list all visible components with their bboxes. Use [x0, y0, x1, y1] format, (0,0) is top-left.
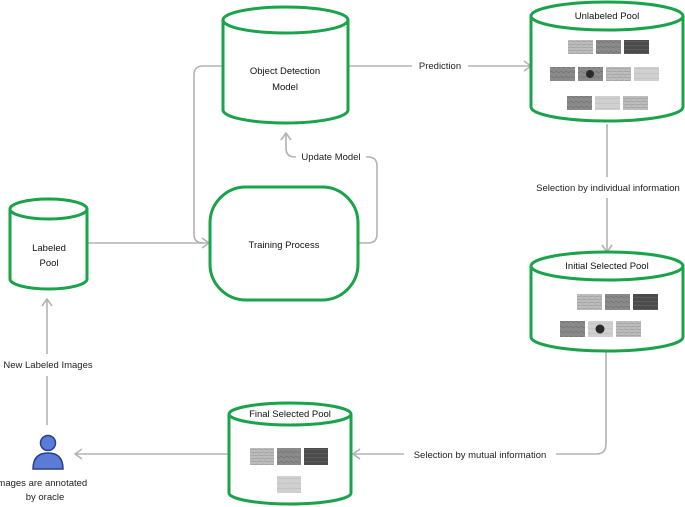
thumbnail-image — [250, 448, 274, 465]
thumbnail-image — [634, 67, 659, 81]
thumbnail-defect-spot — [595, 324, 605, 334]
initial-selected-pool-title: Initial Selected Pool — [565, 261, 648, 272]
initial-selected-pool-thumbnails — [560, 294, 658, 337]
thumbnail-image — [304, 448, 328, 465]
thumbnail-image — [606, 67, 631, 81]
oracle-label-1: Images are annotated — [0, 478, 87, 489]
thumbnail-image — [568, 40, 593, 54]
thumbnail-image — [616, 321, 641, 337]
edge-label-selection-individual: Selection by individual information — [536, 183, 680, 194]
thumbnail-image — [624, 40, 649, 54]
labeled-pool-label-1: Labeled — [32, 243, 66, 254]
unlabeled-pool-title: Unlabeled Pool — [575, 11, 639, 22]
edge-label-new-labeled-images: New Labeled Images — [3, 360, 92, 371]
thumbnail-image — [605, 294, 630, 310]
training-process-label: Training Process — [249, 240, 320, 251]
training-process-node: Training Process — [208, 185, 360, 302]
edge-model-to-training — [193, 65, 222, 244]
thumbnail-image — [596, 40, 621, 54]
labeled-pool-label-2: Pool — [39, 258, 58, 269]
arrow-update-model — [280, 132, 292, 141]
unlabeled-pool-thumbnails — [550, 40, 659, 110]
connectors — [41, 60, 613, 460]
initial-selected-pool-node: Initial Selected Pool — [529, 250, 685, 353]
thumbnail-image — [277, 476, 301, 493]
thumbnail-defect-spot — [586, 70, 594, 78]
thumbnail-image — [595, 96, 620, 110]
thumbnail-image — [560, 321, 585, 337]
arrow-new-labeled-images — [41, 298, 53, 307]
thumbnail-image — [577, 294, 602, 310]
edge-selection-mutual — [354, 352, 607, 455]
oracle-node: Images are annotated by oracle — [0, 434, 87, 503]
thumbnail-image — [623, 96, 648, 110]
thumbnail-image — [550, 67, 575, 81]
object-detection-model-label-1: Object Detection — [250, 66, 320, 77]
final-selected-pool-node: Final Selected Pool — [227, 401, 353, 506]
edge-update-model — [285, 134, 378, 244]
thumbnail-image — [567, 96, 592, 110]
oracle-label-2: by oracle — [26, 492, 65, 503]
unlabeled-pool-node: Unlabeled Pool — [529, 0, 685, 123]
person-icon — [32, 434, 64, 470]
thumbnail-image — [633, 294, 658, 310]
final-selected-pool-title: Final Selected Pool — [249, 409, 331, 420]
object-detection-model-label-2: Model — [272, 82, 298, 93]
arrow-selection-mutual — [352, 448, 361, 460]
edge-label-prediction: Prediction — [419, 61, 461, 72]
object-detection-model-node: Object Detection Model — [221, 5, 350, 125]
thumbnail-image — [277, 448, 301, 465]
edge-label-selection-mutual: Selection by mutual information — [414, 450, 547, 461]
labeled-pool-node: Labeled Pool — [8, 197, 89, 291]
arrow-final-to-oracle — [74, 448, 83, 460]
final-selected-pool-thumbnails — [250, 448, 328, 493]
edge-label-update-model: Update Model — [301, 152, 360, 163]
